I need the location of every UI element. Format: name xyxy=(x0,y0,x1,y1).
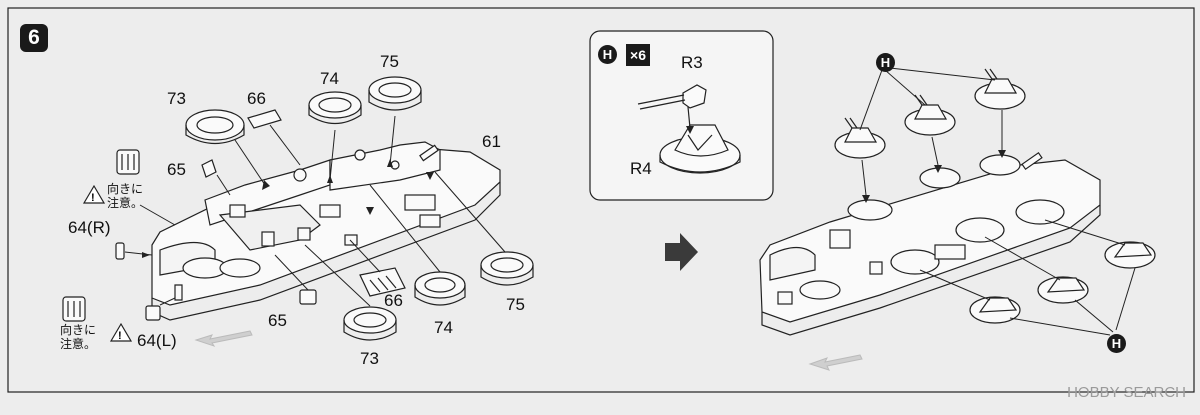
subassembly-h-marker: H xyxy=(598,45,617,64)
svg-text:!: ! xyxy=(118,330,122,342)
orientation-note-top: 向きに 注意。 xyxy=(107,182,144,210)
left-hull xyxy=(151,141,501,321)
h-marker-bottom: H xyxy=(1107,334,1126,353)
part-label-73-bottom: 73 xyxy=(360,349,379,368)
part-label-66-bottom: 66 xyxy=(384,291,403,310)
part-label-r4: R4 xyxy=(630,159,652,178)
right-leaders xyxy=(859,67,1136,336)
part-label-74-bottom: 74 xyxy=(434,318,453,337)
part-label-64l: 64(L) xyxy=(137,331,177,350)
forward-arrow-right xyxy=(808,354,863,371)
part-label-r3: R3 xyxy=(681,53,703,72)
part-label-74-top: 74 xyxy=(320,69,339,88)
part-label-75-top: 75 xyxy=(380,52,399,71)
right-hull xyxy=(759,151,1101,336)
step-number-badge: 6 xyxy=(20,24,48,52)
part-label-75-bottom: 75 xyxy=(506,295,525,314)
svg-text:!: ! xyxy=(91,192,95,204)
part-label-64r: 64(R) xyxy=(68,218,111,237)
h-marker-top: H xyxy=(876,53,895,72)
step-arrow xyxy=(665,233,698,271)
forward-arrow-left xyxy=(194,330,253,347)
turret-r3-guns xyxy=(637,84,707,129)
left-leaders xyxy=(124,115,506,307)
part-label-73-top: 73 xyxy=(167,89,186,108)
orientation-note-bottom: 向きに 注意。 xyxy=(60,323,97,351)
part-label-65-bottom: 65 xyxy=(268,311,287,330)
right-turrets xyxy=(834,68,1156,324)
part-label-61: 61 xyxy=(482,132,501,151)
part-label-65-top: 65 xyxy=(167,160,186,179)
quantity-badge: ×6 xyxy=(626,44,650,66)
watermark: HOBBY SEARCH xyxy=(1067,384,1186,401)
part-label-66-top: 66 xyxy=(247,89,266,108)
turret-r4-base xyxy=(659,124,741,174)
